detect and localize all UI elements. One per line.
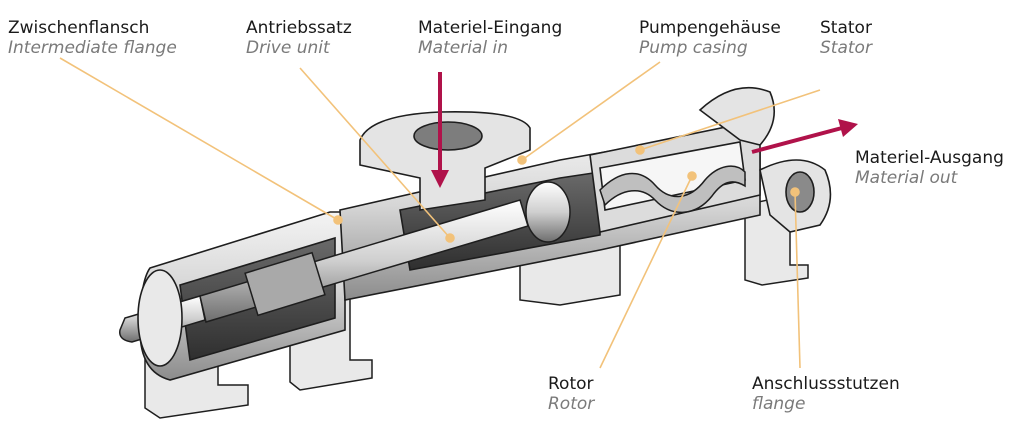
label-materiel-eingang-de: Materiel-Eingang — [418, 18, 563, 38]
rear-flange — [698, 86, 776, 146]
leader-rotor — [599, 175, 693, 369]
leader-stator — [639, 89, 821, 151]
label-anschlussstutzen: Anschlussstutzen flange — [752, 374, 900, 415]
label-zwischenflansch-de: Zwischenflansch — [8, 18, 150, 38]
arrow-material-in-head — [431, 170, 449, 188]
inlet-flange — [359, 111, 531, 211]
label-materiel-eingang-en: Material in — [418, 38, 508, 59]
flow-arrows — [431, 72, 858, 188]
leader-antriebssatz — [299, 67, 451, 239]
label-pumpengehaeuse: Pumpengehäuse Pump casing — [639, 18, 781, 59]
arrow-material-out-shaft — [751, 126, 843, 154]
leader-dot-pumpengehaeuse — [517, 155, 527, 165]
front-flange-plate — [137, 269, 183, 367]
coupling — [525, 181, 571, 243]
label-materiel-eingang: Materiel-Eingang Material in — [418, 18, 562, 59]
label-rotor-en: Rotor — [548, 394, 595, 415]
leader-lines — [59, 57, 821, 369]
label-materiel-ausgang-de: Materiel-Ausgang — [855, 148, 1004, 168]
bearing-block — [244, 251, 326, 317]
label-stator-de: Stator — [820, 18, 872, 38]
arrow-material-out-head — [838, 119, 858, 137]
label-zwischenflansch-en: Intermediate flange — [8, 38, 177, 59]
label-anschlussstutzen-de: Anschlussstutzen — [752, 374, 900, 394]
label-zwischenflansch: Zwischenflansch Intermediate flange — [8, 18, 177, 59]
leader-dot-antriebssatz — [445, 233, 455, 243]
leader-pumpengehaeuse — [521, 61, 661, 161]
rotor-helix — [599, 165, 746, 214]
leader-zwischenflansch — [59, 57, 339, 221]
label-materiel-ausgang: Materiel-Ausgang Material out — [855, 148, 1004, 189]
label-anschlussstutzen-en: flange — [752, 394, 806, 415]
label-antriebssatz-de: Antriebssatz — [246, 18, 352, 38]
leader-dot-stator — [635, 145, 645, 155]
label-stator-en: Stator — [820, 38, 872, 59]
label-rotor-de: Rotor — [548, 374, 594, 394]
label-stator: Stator Stator — [820, 18, 872, 59]
label-pumpengehaeuse-de: Pumpengehäuse — [639, 18, 781, 38]
leader-dot-rotor — [687, 171, 697, 181]
inlet-bore — [413, 121, 483, 151]
outlet-bore — [785, 171, 815, 213]
label-materiel-ausgang-en: Material out — [855, 168, 958, 189]
label-antriebssatz: Antriebssatz Drive unit — [246, 18, 352, 59]
label-antriebssatz-en: Drive unit — [246, 38, 330, 59]
leader-dot-anschlussstutzen — [790, 187, 800, 197]
leader-dot-zwischenflansch — [333, 215, 343, 225]
label-pumpengehaeuse-en: Pump casing — [639, 38, 748, 59]
leader-anschlussstutzen — [794, 191, 801, 369]
label-rotor: Rotor Rotor — [548, 374, 594, 415]
